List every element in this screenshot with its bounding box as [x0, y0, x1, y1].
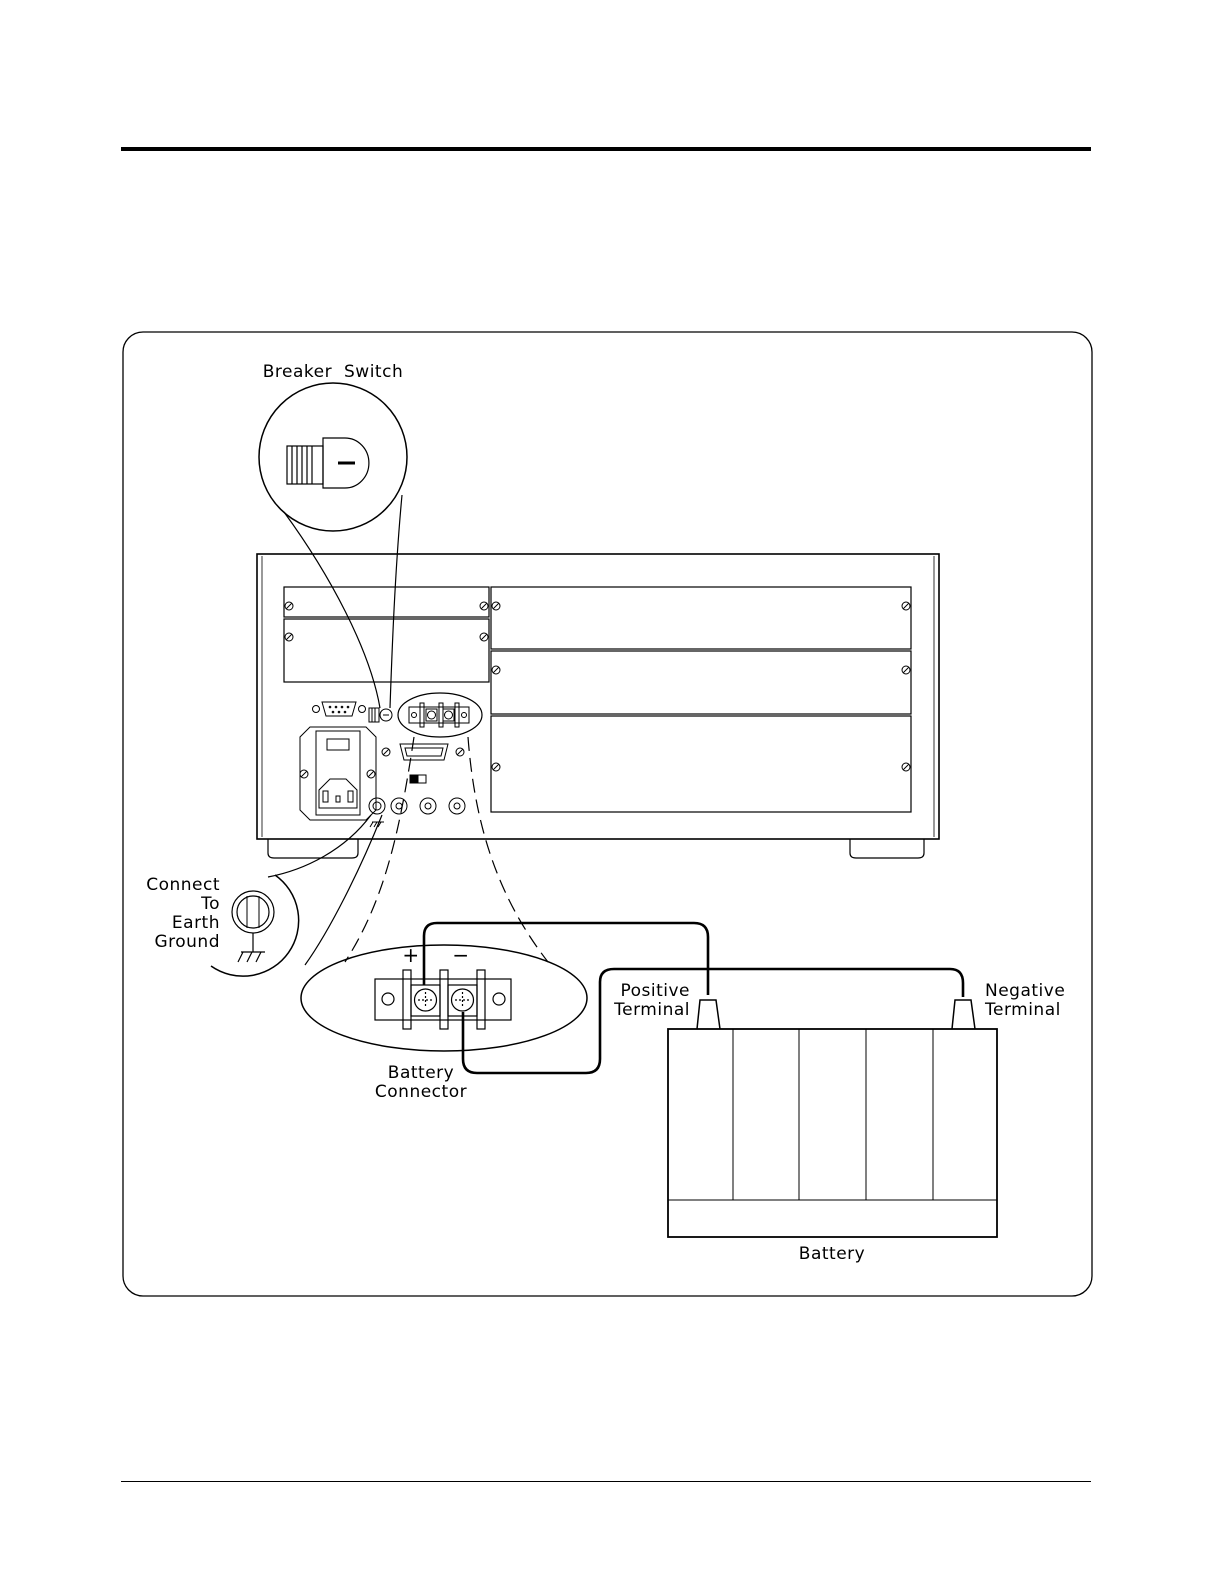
positive-label: Positive: [620, 981, 690, 1001]
minus-sign-label: −: [452, 943, 469, 967]
figure-frame: [123, 332, 1092, 1296]
to-label: To: [200, 894, 220, 914]
slide-switch: [410, 775, 426, 783]
negative-cable: [463, 969, 963, 1073]
negative-terminal-label: Terminal: [984, 1000, 1061, 1020]
serial-port: [313, 702, 366, 716]
positive-battery-post: [697, 1000, 720, 1029]
battery-connector-label-2: Connector: [375, 1082, 467, 1102]
earth-label: Earth: [172, 913, 220, 933]
breaker-leader-right: [390, 495, 402, 708]
breaker-switch-detail: [259, 383, 407, 531]
negative-label: Negative: [985, 981, 1065, 1001]
battery-label: Battery: [799, 1244, 865, 1264]
breaker-switch: [369, 708, 392, 722]
negative-battery-post: [952, 1000, 975, 1029]
plate-screws: [285, 602, 910, 771]
power-entry-module: [300, 727, 376, 820]
connector-dashed-leaders: [345, 737, 548, 962]
positive-terminal-label: Terminal: [613, 1000, 690, 1020]
plus-sign-label: +: [402, 943, 419, 967]
ground-leader-upper: [268, 815, 371, 877]
connect-label: Connect: [146, 875, 220, 895]
breaker-leader-left: [284, 512, 380, 708]
instrument-rear-panel: [257, 554, 939, 858]
gpib-port: [382, 744, 464, 760]
battery-connector-detail: [301, 945, 587, 1051]
earth-ground-detail: [211, 875, 299, 976]
battery-connector-label-1: Battery: [388, 1063, 454, 1083]
battery-body: [668, 1029, 997, 1237]
panel-battery-terminal: [398, 693, 482, 737]
ground-leader-lower: [305, 815, 382, 965]
ground-post: [369, 798, 385, 827]
ground-label: Ground: [154, 932, 220, 952]
breaker-switch-label: Breaker Switch: [263, 362, 403, 382]
